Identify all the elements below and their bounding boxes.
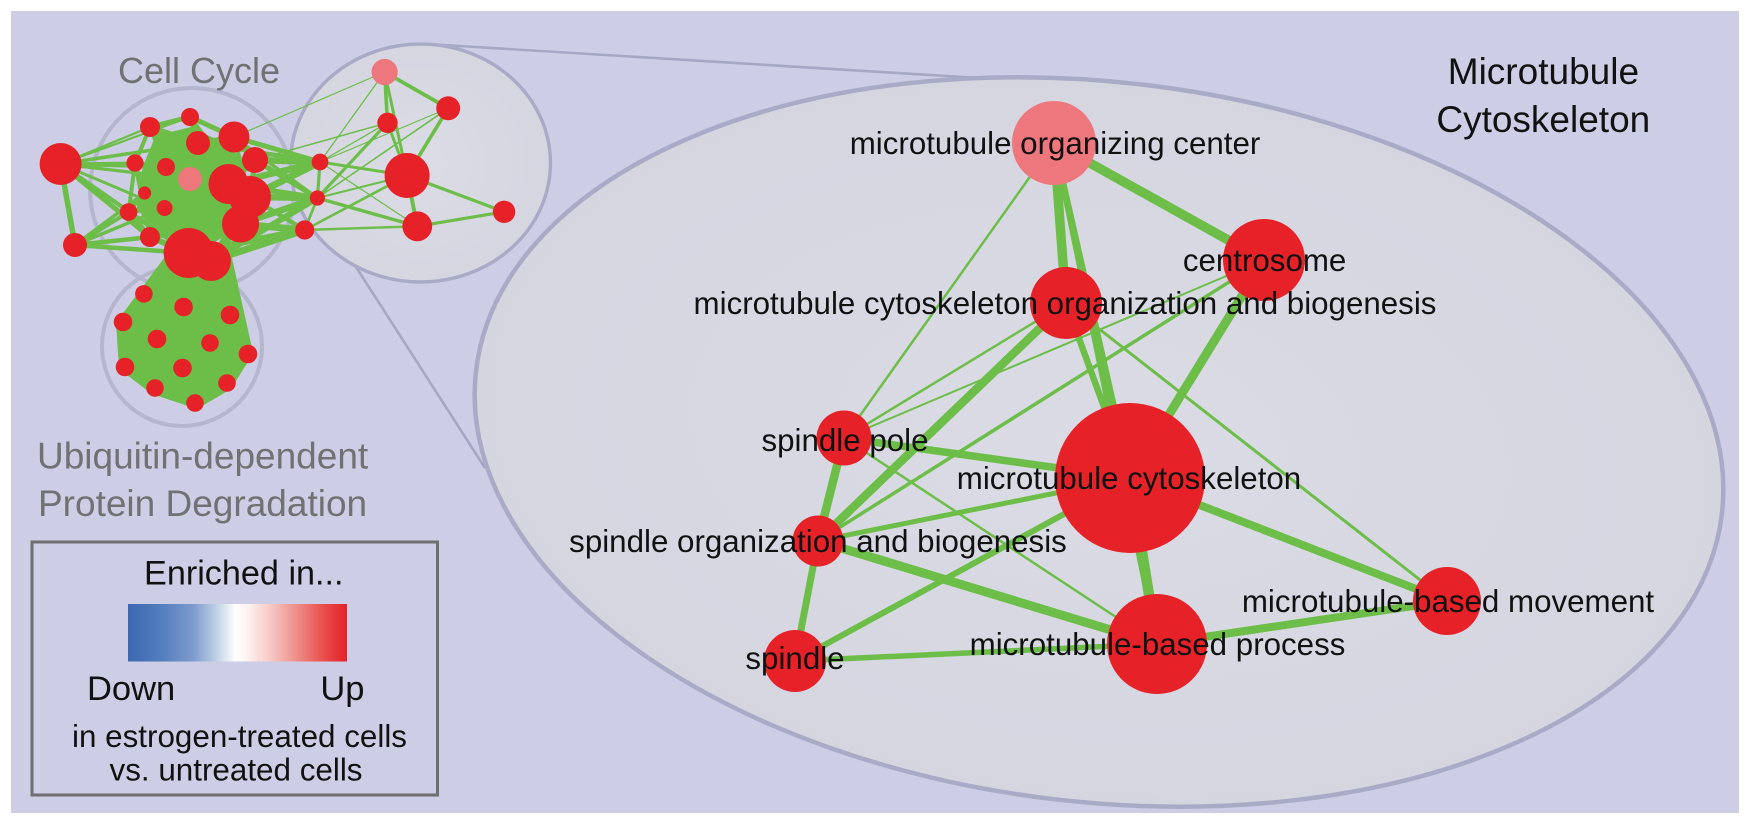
svg-text:microtubule-based movement: microtubule-based movement [1242,584,1655,619]
svg-text:microtubule-based process: microtubule-based process [970,627,1346,662]
svg-text:microtubule cytoskeleton organ: microtubule cytoskeleton organization an… [694,286,1437,321]
svg-text:spindle: spindle [745,641,844,676]
svg-text:centrosome: centrosome [1183,243,1347,278]
svg-text:spindle organization and bioge: spindle organization and biogenesis [569,524,1067,559]
svg-text:spindle pole: spindle pole [761,423,928,458]
svg-text:Enriched in...: Enriched in... [144,555,344,593]
svg-text:Microtubule: Microtubule [1448,51,1639,92]
svg-text:vs. untreated cells: vs. untreated cells [110,753,363,788]
svg-text:Cell Cycle: Cell Cycle [118,50,280,91]
svg-text:microtubule organizing center: microtubule organizing center [850,126,1261,161]
svg-text:Up: Up [320,670,364,708]
svg-text:Cytoskeleton: Cytoskeleton [1436,99,1650,140]
svg-text:in estrogen-treated cells: in estrogen-treated cells [72,719,407,754]
svg-text:microtubule cytoskeleton: microtubule cytoskeleton [957,461,1301,496]
svg-text:Down: Down [87,670,175,708]
svg-text:Protein Degradation: Protein Degradation [38,483,367,524]
svg-text:Ubiquitin-dependent: Ubiquitin-dependent [37,436,369,477]
